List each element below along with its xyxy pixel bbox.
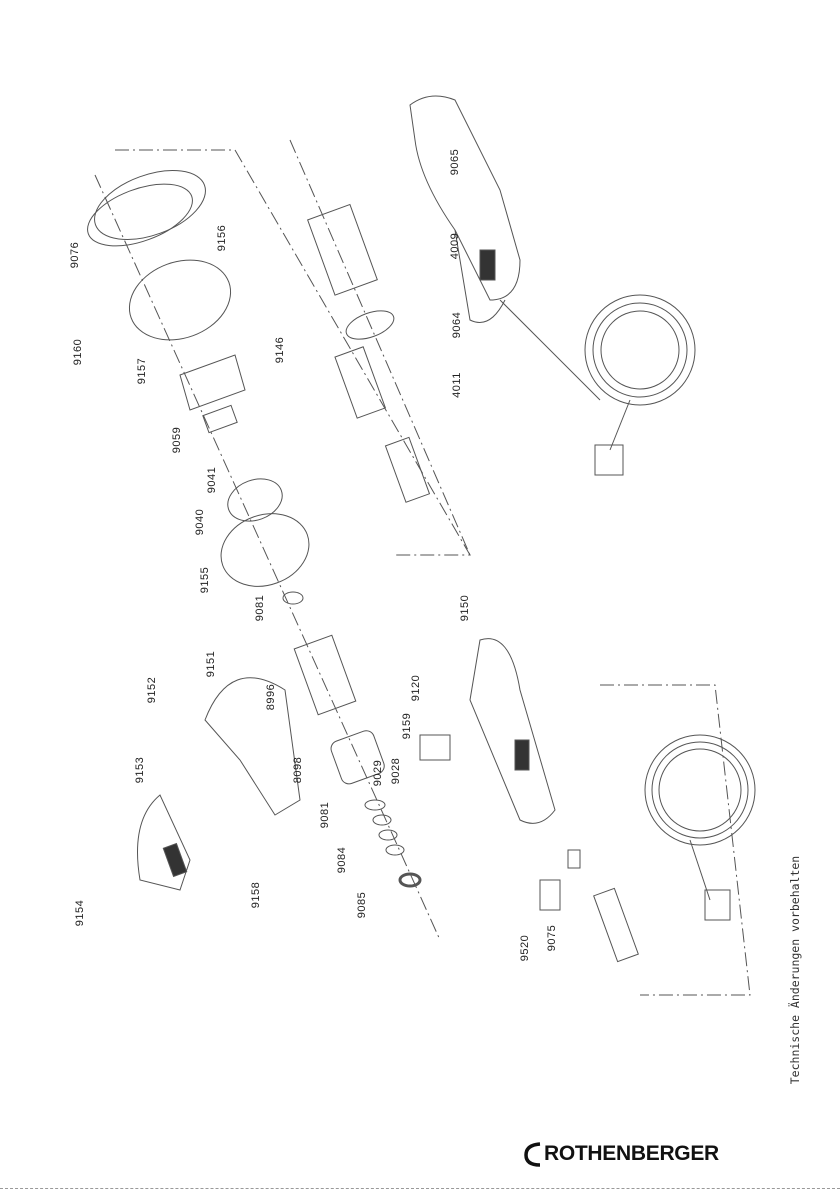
part-label: 9041 bbox=[206, 466, 218, 494]
part-label: 9520 bbox=[519, 934, 531, 962]
part-label: 9156 bbox=[216, 224, 228, 252]
part-label: 9159 bbox=[401, 712, 413, 740]
capacitor-part bbox=[539, 879, 561, 911]
stator-part bbox=[330, 730, 385, 785]
power-cable-coil bbox=[644, 734, 756, 921]
part-label: 9151 bbox=[205, 650, 217, 678]
heating-tube-4011 bbox=[334, 346, 387, 419]
fan-cover-part bbox=[128, 259, 232, 341]
part-label: 9064 bbox=[451, 311, 463, 339]
part-label: 9150 bbox=[459, 594, 471, 622]
part-label: 9146 bbox=[274, 336, 286, 364]
part-label: 9153 bbox=[134, 756, 146, 784]
part-label: 9158 bbox=[250, 881, 262, 909]
part-label: 9075 bbox=[546, 924, 558, 952]
handle-part bbox=[469, 638, 556, 824]
part-label: 4011 bbox=[451, 372, 463, 398]
part-label: 9157 bbox=[136, 357, 148, 385]
assembly-frame-upper bbox=[115, 149, 471, 556]
part-label: 9081 bbox=[254, 594, 266, 622]
switch-part bbox=[419, 734, 451, 761]
part-label: 4009 bbox=[449, 232, 461, 260]
housing-half-part bbox=[204, 677, 301, 816]
assembly-frame-lower bbox=[600, 684, 751, 996]
part-label: 9120 bbox=[410, 674, 422, 702]
rothenberger-logo: ROTHENBERGER bbox=[522, 1140, 719, 1168]
part-label: 9085 bbox=[356, 891, 368, 919]
part-label: 9152 bbox=[146, 676, 158, 704]
fan-wheel-part bbox=[227, 478, 283, 522]
part-label: 9029 bbox=[372, 759, 384, 787]
brand-arc-icon bbox=[524, 1142, 541, 1167]
cable-sleeve-part bbox=[593, 887, 639, 963]
heating-tube-4009 bbox=[307, 203, 378, 296]
part-label: 8996 bbox=[265, 683, 277, 711]
brand-name: ROTHENBERGER bbox=[544, 1142, 719, 1165]
heating-element bbox=[384, 436, 431, 503]
part-label: 9065 bbox=[449, 148, 461, 176]
assembled-heat-gun bbox=[409, 95, 696, 476]
part-label: 8098 bbox=[292, 756, 304, 784]
part-label: 9155 bbox=[199, 566, 211, 594]
part-label: 9040 bbox=[194, 508, 206, 536]
part-label: 9154 bbox=[74, 899, 86, 927]
part-label: 9081 bbox=[319, 801, 331, 829]
part-label: 9076 bbox=[69, 241, 81, 269]
part-label: 9160 bbox=[72, 338, 84, 366]
part-label: 9059 bbox=[171, 426, 183, 454]
fan-housing-part bbox=[220, 513, 310, 587]
page-bottom-rule bbox=[0, 1188, 840, 1189]
armature-part bbox=[293, 634, 357, 716]
handle-cover-part bbox=[137, 794, 191, 891]
part-label: 9084 bbox=[336, 846, 348, 874]
technical-changes-note: Technische Änderungen vorbehalten bbox=[788, 855, 802, 1085]
filter-band-part bbox=[87, 170, 206, 247]
plate-part bbox=[179, 354, 246, 411]
part-label: 9028 bbox=[390, 757, 402, 785]
